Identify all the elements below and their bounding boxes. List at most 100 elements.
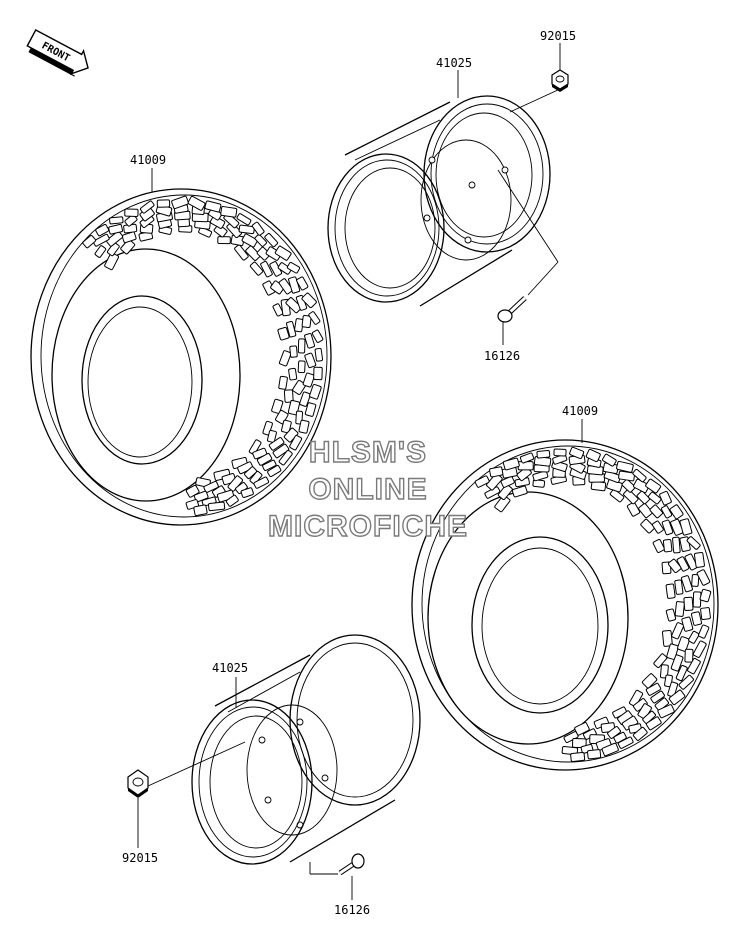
- tread-block: [693, 551, 705, 568]
- wheel-lower: [191, 634, 421, 865]
- tread-block: [698, 624, 710, 639]
- tread-block: [234, 244, 249, 261]
- tread-block: [683, 596, 694, 611]
- tread-block: [245, 245, 261, 261]
- tread-block: [652, 538, 665, 553]
- part-number-tire-lower: 41009: [562, 404, 598, 418]
- tire-upper: [30, 188, 332, 526]
- tread-block: [286, 261, 301, 274]
- tread-block: [299, 391, 311, 407]
- part-number-tire-upper: 41009: [130, 153, 166, 167]
- tread-block: [240, 487, 254, 498]
- tread-block: [667, 681, 679, 698]
- tread-block: [286, 320, 297, 338]
- tread-block: [121, 231, 137, 244]
- leader-lines: [137, 43, 583, 900]
- tread-block: [272, 443, 290, 459]
- tread-block: [618, 470, 636, 482]
- tread-block: [292, 379, 307, 395]
- tread-block: [677, 636, 690, 652]
- tread-block: [106, 242, 120, 257]
- tread-block: [278, 449, 293, 466]
- tread-block: [700, 607, 711, 621]
- tread-block: [668, 689, 686, 706]
- tread-block: [220, 206, 238, 218]
- tread-block: [681, 616, 694, 632]
- tread-block: [283, 389, 294, 403]
- tread-block: [285, 297, 302, 314]
- tread-block: [256, 452, 273, 466]
- tread-block: [665, 608, 677, 622]
- tread-block: [489, 466, 504, 478]
- tread-block: [494, 494, 511, 513]
- tread-block: [651, 520, 664, 534]
- tread-block: [249, 470, 263, 485]
- tread-block: [277, 326, 290, 341]
- tread-block: [686, 536, 701, 550]
- tread-block: [616, 460, 634, 473]
- tread-block: [669, 504, 684, 520]
- tread-block: [253, 476, 270, 489]
- valve-upper: [497, 296, 527, 323]
- tread-block: [587, 749, 602, 760]
- part-number-nut-lower: 92015: [122, 851, 158, 865]
- tread-block: [519, 452, 535, 464]
- tread-block: [304, 352, 317, 369]
- tread-block: [687, 658, 701, 675]
- tread-block: [213, 224, 228, 238]
- tread-block: [271, 398, 284, 414]
- tread-block: [553, 448, 567, 457]
- part-number-wheel-lower: 41025: [212, 661, 248, 675]
- part-number-nut-upper: 92015: [540, 29, 576, 43]
- tread-block: [225, 494, 239, 507]
- tread-block: [696, 569, 711, 586]
- tread-block: [649, 504, 664, 519]
- tread-block: [226, 221, 242, 239]
- wheel-upper: [327, 95, 551, 307]
- tread-block: [672, 536, 681, 554]
- tread-block: [659, 490, 672, 506]
- tread-block: [301, 315, 312, 328]
- tread-block: [601, 742, 619, 757]
- tread-block: [278, 278, 294, 295]
- tread-block: [104, 252, 119, 271]
- tread-block: [684, 553, 698, 571]
- tread-block: [699, 588, 712, 603]
- tread-block: [680, 575, 693, 593]
- tread-block: [297, 338, 306, 354]
- tread-block: [106, 230, 124, 247]
- tread-block: [678, 674, 694, 690]
- tread-block: [289, 434, 303, 451]
- tread-block: [308, 311, 321, 325]
- tread-block: [311, 329, 324, 343]
- tread-block: [264, 233, 279, 248]
- tread-block: [272, 303, 284, 317]
- tread-block: [262, 459, 277, 471]
- tread-block: [632, 468, 647, 483]
- part-number-valve-lower: 16126: [334, 903, 370, 917]
- tread-block: [248, 439, 262, 455]
- tread-block: [636, 490, 650, 505]
- tread-block: [645, 716, 662, 731]
- tread-block: [532, 470, 549, 482]
- tread-block: [638, 503, 653, 519]
- tread-block: [254, 234, 267, 247]
- tread-block: [92, 233, 110, 247]
- tread-block: [511, 485, 528, 498]
- tread-block: [657, 704, 675, 719]
- tread-block: [203, 480, 219, 493]
- tire-lower: [411, 439, 719, 771]
- tread-block: [304, 402, 317, 417]
- tread-block: [278, 375, 288, 390]
- tread-block: [171, 195, 189, 210]
- tread-block: [690, 611, 703, 626]
- tread-block: [298, 419, 310, 434]
- tread-block: [267, 465, 282, 478]
- tread-block: [667, 558, 682, 574]
- tread-block: [642, 710, 656, 724]
- watermark-line-1: HLSM'S: [309, 436, 427, 469]
- tread-block: [674, 579, 684, 595]
- tread-block: [609, 488, 625, 503]
- tread-block: [244, 466, 258, 479]
- tread-block: [602, 453, 617, 467]
